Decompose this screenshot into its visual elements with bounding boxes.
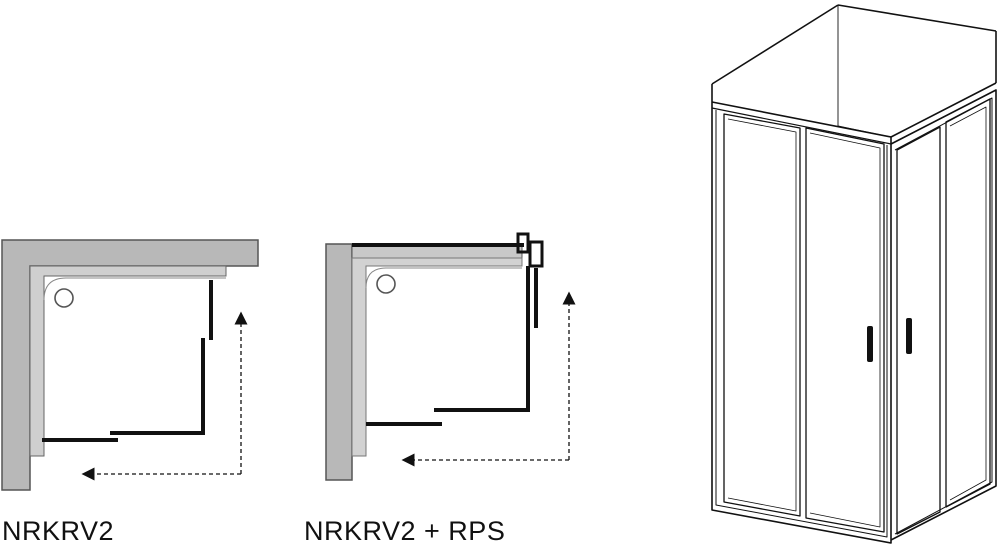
side-sliding-door — [896, 126, 941, 535]
drain-icon — [54, 288, 74, 308]
front-panel-frame — [711, 102, 892, 544]
wall-outer — [325, 243, 353, 481]
plan-view-nrkrv2-rps — [325, 232, 576, 481]
drain-icon — [376, 274, 396, 294]
wall-inner — [29, 265, 227, 457]
plan-view-nrkrv2 — [1, 239, 259, 491]
door-handle-front — [867, 326, 873, 362]
door-handle-side — [906, 318, 912, 354]
enclosure-3d-view — [711, 4, 997, 544]
shower-tray — [43, 277, 226, 301]
door-panels — [366, 266, 538, 426]
front-sliding-door — [805, 127, 885, 533]
shower-tray — [365, 267, 522, 289]
wall-inner — [351, 257, 523, 457]
caption-nrkrv2: NRKRV2 — [2, 516, 115, 546]
front-fixed-glass — [723, 113, 801, 517]
door-panels — [42, 280, 213, 442]
side-fixed-glass — [945, 98, 991, 508]
side-panel-frame — [890, 89, 997, 541]
caption-nrkrv2-rps: NRKRV2 + RPS — [304, 516, 506, 546]
corner-profile — [516, 232, 544, 268]
